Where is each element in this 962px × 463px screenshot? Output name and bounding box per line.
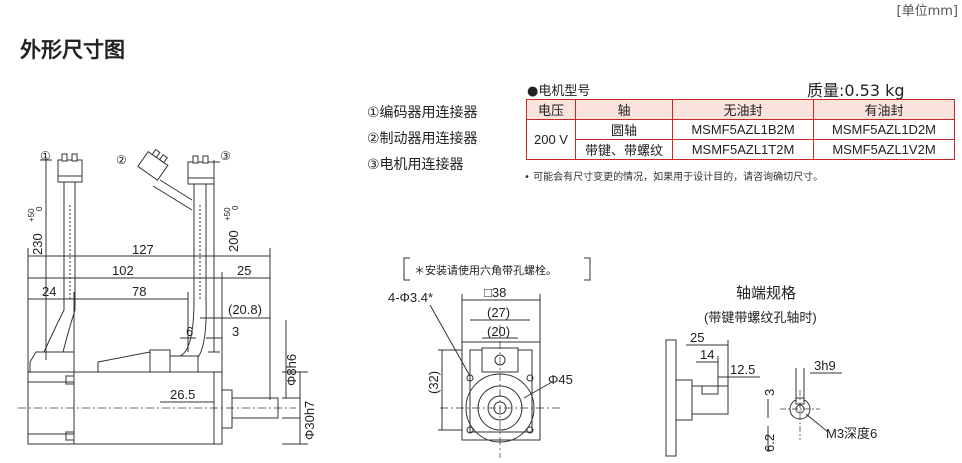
dim-32: (32) (426, 371, 441, 394)
side-marker-1: ① (40, 149, 51, 163)
dim-20: (20) (487, 324, 510, 339)
connector-legend-encoder: ①编码器用连接器 (367, 105, 478, 121)
dim-shaft-3: 3 (762, 389, 777, 396)
model-with-seal-cell: MSMF5AZL1V2M (813, 139, 955, 160)
table-header-row: 电压 轴 无油封 有油封 (526, 99, 955, 120)
mounting-bolt-note: ＊安装请使用六角带孔螺栓。 (414, 263, 557, 277)
dim-27: (27) (487, 305, 510, 320)
dim-phi30h7: Φ30h7 (302, 401, 317, 440)
dim-230-tol-plus: +50 (27, 208, 36, 222)
header-no-seal: 无油封 (672, 99, 814, 120)
shaft-end-subtitle: (带键带螺纹孔轴时) (704, 310, 817, 325)
dim-holes: 4-Φ3.4* (388, 290, 433, 305)
side-marker-2: ② (116, 153, 127, 167)
mass-label: 质量:0.53 kg (807, 81, 905, 100)
shaft-cell: 带键、带螺纹 (575, 139, 673, 160)
motor-model-heading: ●电机型号 (527, 84, 591, 99)
dim-230-tol-zero: 0 (35, 206, 44, 211)
connector-legend-motor: ③电机用连接器 (367, 157, 464, 173)
model-no-seal-cell: MSMF5AZL1T2M (672, 139, 814, 160)
dim-shaft-m3: M3深度6 (826, 426, 877, 441)
dim-200: 200 (226, 230, 241, 252)
dim-26-5: 26.5 (170, 387, 195, 402)
side-marker-3: ③ (220, 149, 231, 163)
dim-phi8h6: Φ8h6 (284, 354, 299, 386)
dim-shaft-14: 14 (700, 347, 714, 362)
dim-shaft-12-5: 12.5 (730, 362, 755, 377)
connector-legend-brake: ②制动器用连接器 (367, 131, 478, 147)
header-with-seal: 有油封 (813, 99, 955, 120)
dim-3: 3 (232, 324, 239, 339)
model-table: 电压 轴 无油封 有油封 200 V 圆轴 MSMF5AZL1B2M MSMF5… (526, 99, 955, 160)
dim-230: 230 (30, 233, 45, 255)
dim-78: 78 (132, 284, 146, 299)
unit-label: [单位mm] (896, 4, 958, 19)
page-title: 外形尺寸图 (20, 38, 125, 62)
dim-20-8: (20.8) (228, 302, 262, 317)
dim-200-tol-plus: +50 (223, 207, 232, 221)
dim-sq38: □38 (484, 285, 506, 300)
model-with-seal-cell: MSMF5AZL1D2M (813, 119, 955, 140)
model-no-seal-cell: MSMF5AZL1B2M (672, 119, 814, 140)
size-change-note: • 可能会有尺寸变更的情况，如果用于设计目的，请咨询确切尺寸。 (524, 172, 824, 183)
shaft-end-title: 轴端规格 (736, 285, 796, 302)
dim-102: 102 (112, 263, 134, 278)
header-voltage: 电压 (526, 99, 576, 120)
table-row: 带键、带螺纹 MSMF5AZL1T2M MSMF5AZL1V2M (527, 139, 955, 160)
dim-shaft-6-2: 6.2 (762, 434, 777, 452)
dim-25: 25 (237, 263, 251, 278)
dim-shaft-3h9: 3h9 (814, 358, 836, 373)
dim-127: 127 (132, 242, 154, 257)
dim-phi45: Φ45 (548, 372, 573, 387)
dim-24: 24 (42, 284, 56, 299)
dim-6: 6 (186, 324, 193, 339)
dim-200-tol-zero: 0 (231, 205, 240, 210)
dim-shaft-25: 25 (690, 330, 704, 345)
